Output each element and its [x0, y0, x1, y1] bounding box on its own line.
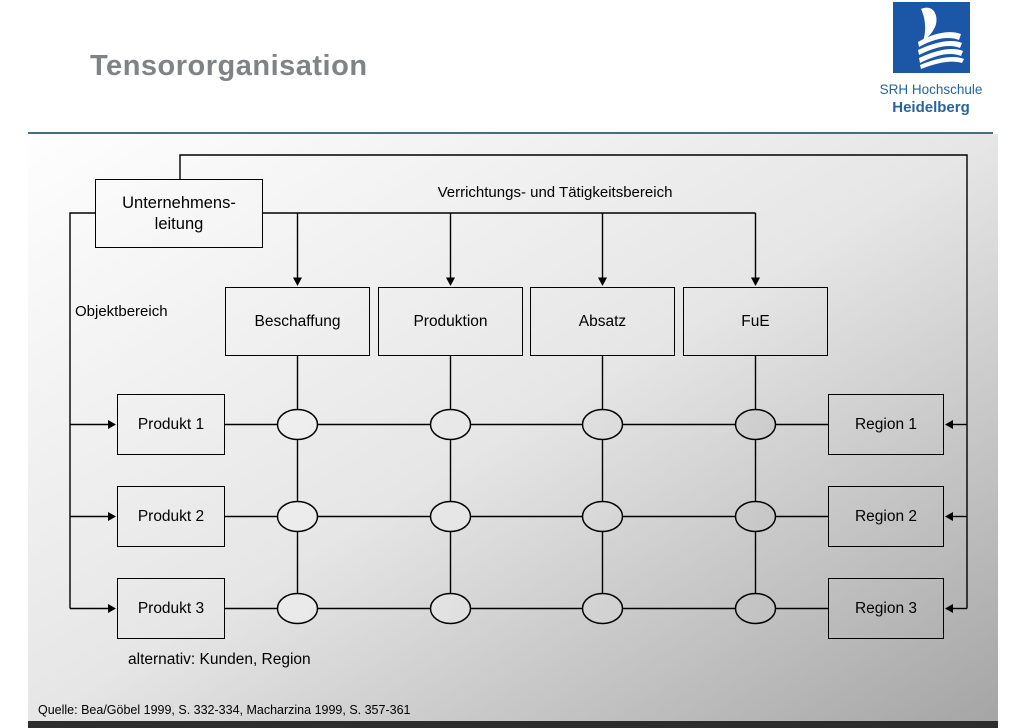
bottom-bar — [28, 721, 998, 728]
srh-logo: SRH Hochschule Heidelberg — [855, 82, 1007, 118]
unternehmensleitung-line2: leitung — [154, 214, 204, 233]
region-box-2: Region 2 — [828, 486, 944, 547]
logo-institution-label: SRH Hochschule — [879, 82, 983, 97]
alternative-note: alternativ: Kunden, Region — [128, 651, 311, 668]
srh-waves-icon — [893, 2, 970, 73]
region-box-3: Region 3 — [828, 578, 944, 639]
logo-city-label: Heidelberg — [892, 98, 970, 116]
product-box-2: Produkt 2 — [117, 486, 225, 547]
function-box-absatz: Absatz — [530, 287, 675, 356]
product-box-3: Produkt 3 — [117, 578, 225, 639]
unternehmensleitung-line1: Unternehmens- — [122, 193, 236, 212]
unternehmensleitung-box: Unternehmens- leitung — [95, 179, 263, 248]
function-box-fue: FuE — [683, 287, 828, 356]
region-box-1: Region 1 — [828, 394, 944, 455]
page-title: Tensororganisation — [90, 50, 368, 82]
function-axis-label: Verrichtungs- und Tätigkeitsbereich — [437, 184, 673, 201]
function-box-beschaffung: Beschaffung — [225, 287, 370, 356]
product-box-1: Produkt 1 — [117, 394, 225, 455]
object-axis-label: Objektbereich — [75, 303, 168, 320]
function-box-produktion: Produktion — [378, 287, 523, 356]
source-citation: Quelle: Bea/Göbel 1999, S. 332-334, Mach… — [38, 703, 411, 717]
header-divider-line — [28, 132, 993, 134]
